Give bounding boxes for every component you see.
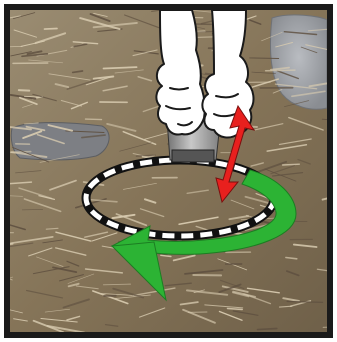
illustration-frame (4, 4, 333, 338)
grass-blade (266, 70, 295, 71)
illustration (10, 10, 327, 332)
grass-blade (287, 302, 323, 303)
grass-blade (45, 29, 58, 30)
grass-blade (86, 119, 102, 120)
grass-blade (283, 164, 300, 165)
grass-blade (22, 209, 42, 210)
grass-blade (258, 329, 277, 330)
grass-blade (19, 90, 30, 91)
grass-blade (250, 58, 279, 59)
grass-blade (228, 309, 243, 310)
